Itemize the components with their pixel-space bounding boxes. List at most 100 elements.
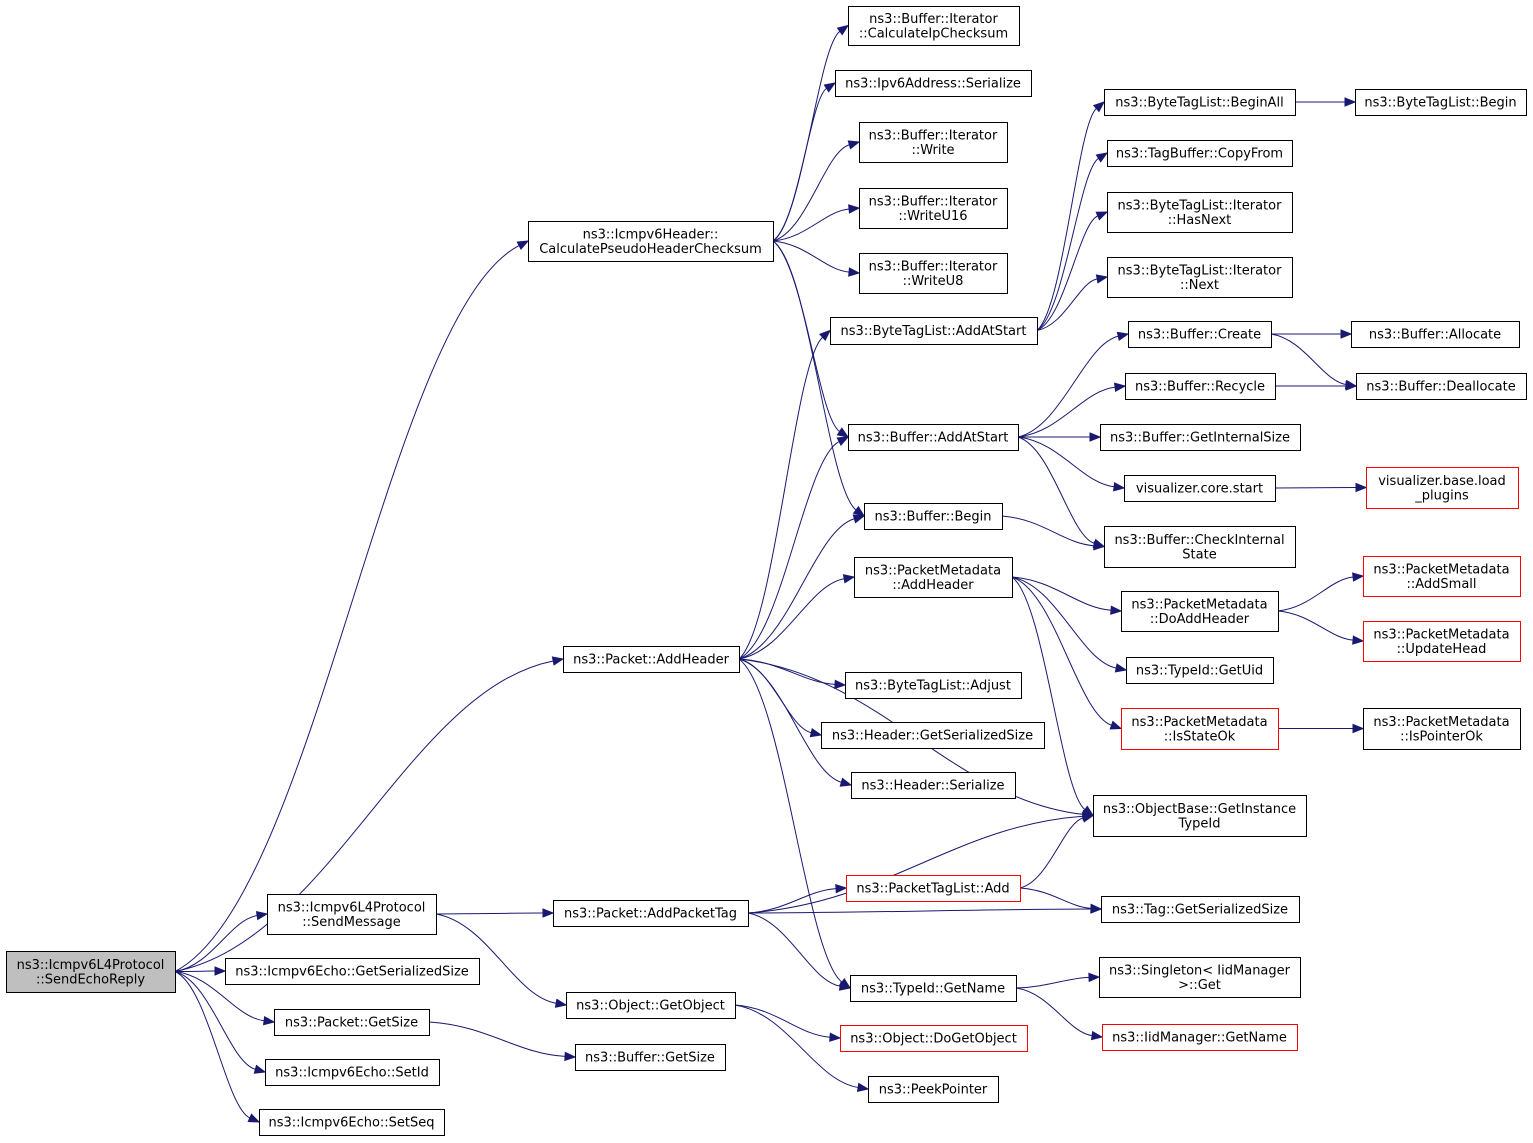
node-label: ns3::Buffer::Begin — [874, 510, 991, 525]
function-node-create[interactable]: ns3::Buffer::Create — [1128, 321, 1272, 348]
edge-line — [772, 144, 850, 242]
function-node-singleton[interactable]: ns3::Singleton< IidManager>::Get — [1099, 957, 1301, 998]
node-label: ns3::IidManager::GetName — [1112, 1031, 1287, 1046]
function-node-write[interactable]: ns3::Buffer::Iterator::Write — [859, 122, 1008, 163]
call-edge-root-to-echogss — [174, 966, 227, 976]
function-node-getobj[interactable]: ns3::Object::GetObject — [566, 992, 736, 1019]
call-edge-ch-to-bbegin — [772, 240, 866, 517]
function-node-addsmall[interactable]: ns3::PacketMetadata::AddSmall — [1363, 556, 1521, 597]
function-node-sendmsg[interactable]: ns3::Icmpv6L4Protocol::SendMessage — [267, 894, 437, 935]
node-box — [859, 188, 1008, 229]
edge-arrowhead — [839, 777, 853, 787]
function-node-ip6ser[interactable]: ns3::Ipv6Address::Serialize — [835, 70, 1032, 97]
node-label: ns3::Packet::GetSize — [285, 1016, 418, 1031]
function-node-btladjust[interactable]: ns3::ByteTagList::Adjust — [845, 672, 1022, 699]
function-node-iidgetname[interactable]: ns3::IidManager::GetName — [1102, 1024, 1298, 1051]
node-label: ns3::PacketMetadata — [1373, 627, 1509, 642]
function-node-btlaas[interactable]: ns3::ByteTagList::AddAtStart — [830, 317, 1038, 345]
function-node-pmaddh[interactable]: ns3::PacketMetadata::AddHeader — [854, 557, 1013, 598]
node-label: ::Next — [1180, 278, 1219, 293]
node-label: ::SendMessage — [302, 915, 400, 930]
function-node-updatehead[interactable]: ns3::PacketMetadata::UpdateHead — [1363, 621, 1521, 662]
function-node-beginall[interactable]: ns3::ByteTagList::BeginAll — [1104, 89, 1296, 116]
node-box — [1128, 321, 1272, 348]
call-edge-btlaas-to-next — [1036, 274, 1109, 331]
function-node-ptladd[interactable]: ns3::PacketTagList::Add — [846, 875, 1021, 902]
node-label: ns3::PacketMetadata — [1131, 715, 1267, 730]
node-box — [1101, 896, 1300, 923]
edge-arrowhead — [1352, 635, 1365, 645]
function-node-w16[interactable]: ns3::Buffer::Iterator::WriteU16 — [859, 188, 1008, 229]
edge-line — [772, 208, 850, 242]
node-label: ns3::Buffer::GetSize — [585, 1051, 715, 1066]
function-node-doaddh[interactable]: ns3::PacketMetadata::DoAddHeader — [1121, 591, 1279, 632]
function-node-paddh[interactable]: ns3::Packet::AddHeader — [563, 646, 740, 673]
call-edge-paddh-to-btlaas — [738, 329, 831, 660]
edge-line — [1011, 576, 1112, 726]
call-edge-baas-to-create — [1017, 331, 1130, 438]
function-node-allocate[interactable]: ns3::Buffer::Allocate — [1351, 321, 1520, 348]
function-node-ch[interactable]: ns3::Icmpv6Header::CalculatePseudoHeader… — [528, 221, 774, 262]
function-node-setseq[interactable]: ns3::Icmpv6Echo::SetSeq — [259, 1109, 445, 1136]
node-label: ns3::Buffer::Iterator — [869, 128, 998, 143]
function-node-baas[interactable]: ns3::Buffer::AddAtStart — [848, 424, 1019, 451]
function-node-vbload[interactable]: visualizer.base.load_plugins — [1366, 467, 1519, 509]
function-nodes: ns3::Icmpv6L4Protocol::SendEchoReplyns3:… — [6, 6, 1527, 1136]
function-node-copyfrom[interactable]: ns3::TagBuffer::CopyFrom — [1107, 140, 1293, 167]
function-node-w8[interactable]: ns3::Buffer::Iterator::WriteU8 — [859, 253, 1008, 294]
function-node-setid[interactable]: ns3::Icmpv6Echo::SetId — [265, 1059, 440, 1086]
call-edge-isstateok-to-isptrok — [1277, 723, 1365, 734]
call-edge-addptag-to-taggss — [747, 904, 1103, 914]
function-node-recycle[interactable]: ns3::Buffer::Recycle — [1125, 373, 1276, 400]
node-label: ::SendEchoReply — [36, 972, 145, 987]
node-label: ns3::ByteTagList::Adjust — [855, 679, 1011, 694]
function-node-ipchk[interactable]: ns3::Buffer::Iterator::CalculateIpChecks… — [848, 6, 1020, 46]
function-node-isstateok[interactable]: ns3::PacketMetadata::IsStateOk — [1121, 708, 1279, 750]
edge-line — [1015, 976, 1090, 989]
node-label: ns3::Header::GetSerializedSize — [832, 729, 1033, 744]
function-node-dealloc[interactable]: ns3::Buffer::Deallocate — [1356, 373, 1527, 400]
node-label: ::DoAddHeader — [1150, 612, 1250, 627]
function-node-hasnext[interactable]: ns3::ByteTagList::Iterator::HasNext — [1107, 192, 1293, 233]
node-label: ns3::ByteTagList::Iterator — [1118, 263, 1283, 278]
node-label: ns3::Object::GetObject — [576, 999, 725, 1014]
function-node-pgetsize[interactable]: ns3::Packet::GetSize — [274, 1009, 430, 1036]
function-node-hser[interactable]: ns3::Header::Serialize — [851, 772, 1016, 799]
function-node-peekptr[interactable]: ns3::PeekPointer — [868, 1076, 999, 1103]
edge-arrowhead — [836, 427, 850, 438]
function-node-dogetobj[interactable]: ns3::Object::DoGetObject — [840, 1025, 1028, 1052]
node-label: ns3::ObjectBase::GetInstance — [1103, 802, 1296, 817]
function-node-hgss[interactable]: ns3::Header::GetSerializedSize — [821, 722, 1045, 749]
node-box — [1363, 621, 1521, 662]
function-node-vcstart[interactable]: visualizer.core.start — [1124, 475, 1276, 502]
function-node-bbegin[interactable]: ns3::Buffer::Begin — [864, 503, 1003, 530]
edge-arrowhead — [1090, 1030, 1104, 1041]
edge-line — [738, 658, 836, 685]
function-node-root: ns3::Icmpv6L4Protocol::SendEchoReply — [6, 951, 176, 993]
edge-line — [738, 658, 842, 783]
node-box — [864, 503, 1003, 530]
function-node-btlbegin[interactable]: ns3::ByteTagList::Begin — [1355, 89, 1527, 116]
edge-line — [734, 1004, 859, 1088]
call-edge-getobj-to-dogetobj — [734, 1004, 842, 1042]
function-node-next[interactable]: ns3::ByteTagList::Iterator::Next — [1107, 257, 1293, 298]
edge-arrowhead — [1116, 331, 1130, 342]
edge-line — [738, 518, 855, 660]
edge-line — [1036, 157, 1099, 331]
function-node-taggss[interactable]: ns3::Tag::GetSerializedSize — [1101, 896, 1300, 923]
edge-line — [174, 245, 520, 972]
function-node-bgetsize[interactable]: ns3::Buffer::GetSize — [575, 1044, 726, 1071]
edge-line — [747, 912, 841, 987]
function-node-getinternal[interactable]: ns3::Buffer::GetInternalSize — [1100, 424, 1301, 451]
call-edge-paddh-to-baas — [738, 436, 850, 660]
function-node-tidgetname[interactable]: ns3::TypeId::GetName — [850, 975, 1017, 1002]
edge-line — [435, 912, 544, 915]
node-label: ns3::PacketMetadata — [1373, 715, 1509, 730]
function-node-addptag[interactable]: ns3::Packet::AddPacketTag — [553, 900, 749, 927]
function-node-isptrok[interactable]: ns3::PacketMetadata::IsPointerOk — [1363, 708, 1521, 750]
function-node-getuid[interactable]: ns3::TypeId::GetUid — [1126, 657, 1274, 684]
node-box — [821, 722, 1045, 749]
function-node-echogss[interactable]: ns3::Icmpv6Echo::GetSerializedSize — [225, 958, 480, 985]
